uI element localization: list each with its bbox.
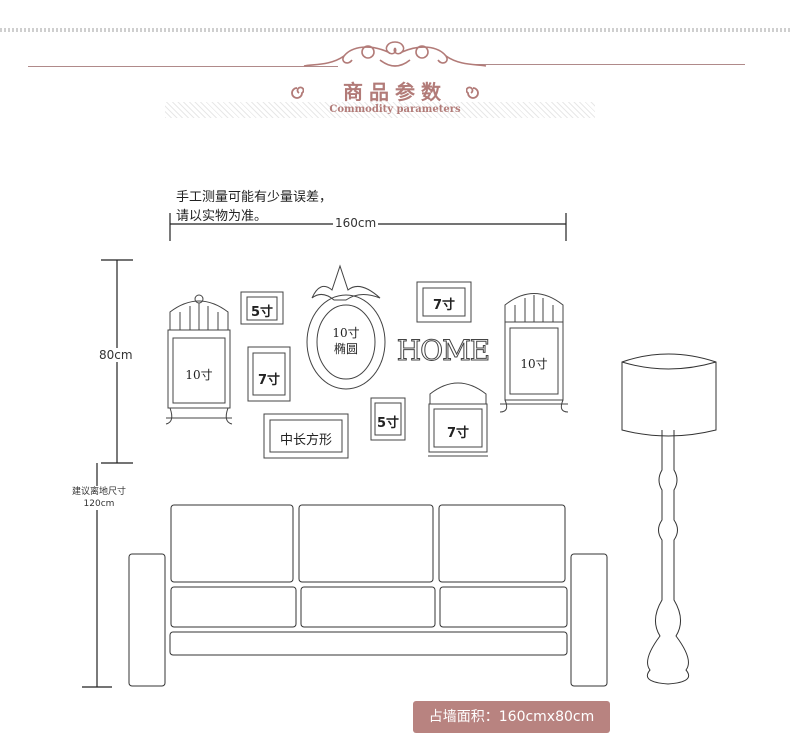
- wall-area-badge: 占墙面积：160cmx80cm: [413, 701, 610, 733]
- header-rule-right: [470, 64, 745, 65]
- recommend-line1: 建议离地尺寸: [71, 487, 126, 497]
- swirl-left-icon: [291, 86, 304, 99]
- recommend-line2: 120cm: [83, 499, 115, 509]
- home-letters: HOME: [396, 334, 490, 368]
- height-label: 80cm: [97, 348, 135, 362]
- frame-label-7-top-right: 7寸: [432, 298, 456, 313]
- subtitle-band: [165, 102, 595, 118]
- recommend-height-label: 建议离地尺寸 120cm: [66, 486, 132, 510]
- frame-label-7-left: 7寸: [257, 373, 281, 388]
- oval-line2: 椭圆: [333, 342, 358, 356]
- frame-label-5-top: 5寸: [250, 305, 274, 320]
- measurement-note-line2: 请以实物为准。: [176, 209, 268, 224]
- width-label: 160cm: [333, 216, 379, 230]
- header-rule-left: [28, 66, 338, 67]
- ornament-icon: [303, 41, 487, 67]
- frame-label-birdcage-left: 10寸: [185, 368, 213, 382]
- frame-label-5-mid: 5寸: [376, 416, 400, 431]
- sofa-arm-right: [570, 553, 608, 687]
- top-dotted-divider: [0, 28, 790, 32]
- frame-label-rect-bottom: 中长方形: [279, 433, 332, 448]
- frame-label-birdcage-mid: 7寸: [446, 426, 470, 441]
- frame-label-birdcage-right: 10寸: [520, 357, 548, 371]
- frame-label-oval: 10寸 椭圆: [317, 325, 375, 357]
- sofa-cushion-right: [438, 504, 566, 583]
- oval-line1: 10寸: [332, 326, 360, 340]
- sofa-arm-left: [128, 553, 166, 687]
- page-title: 商品参数: [343, 80, 447, 104]
- page-subtitle: Commodity parameters: [329, 104, 461, 115]
- sofa-cushion-mid: [298, 504, 434, 583]
- sofa-cushion-left: [170, 504, 294, 583]
- measurement-note-line1: 手工测量可能有少量误差，: [176, 190, 333, 205]
- swirl-right-icon: [466, 86, 479, 99]
